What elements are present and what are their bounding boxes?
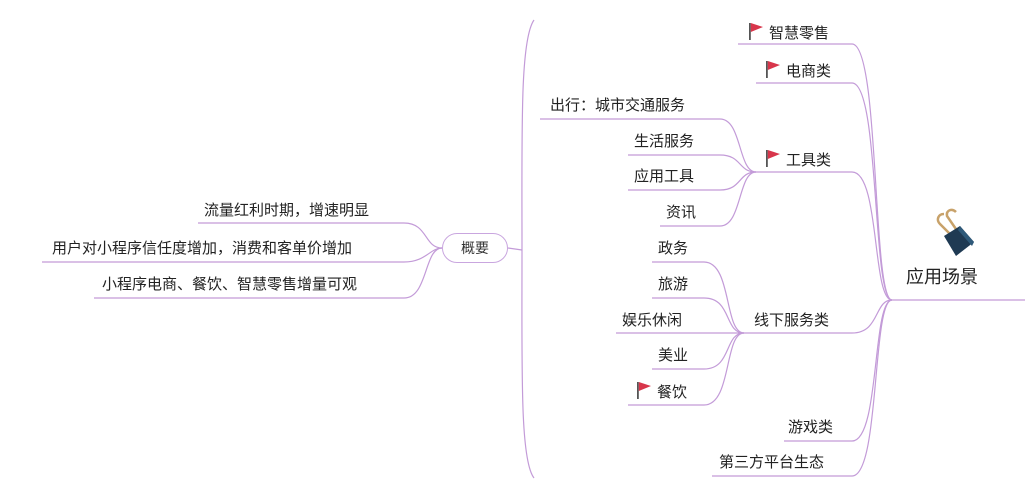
node-offline-travel[interactable]: 旅游 [658,275,689,293]
node-tools[interactable]: 工具类 [765,149,831,170]
node-offline-leisure[interactable]: 娱乐休闲 [622,311,683,329]
flag-icon [749,23,763,40]
root-node-title[interactable]: 应用场景 [906,267,978,288]
node-third-party[interactable]: 第三方平台生态 [719,453,825,471]
flag-icon [766,61,780,78]
node-offline-government[interactable]: 政务 [658,239,689,257]
node-offline-beauty[interactable]: 美业 [658,346,689,364]
overview-item-growth[interactable]: 小程序电商、餐饮、智慧零售增量可观 [102,275,358,293]
node-tools-transport[interactable]: 出行：城市交通服务 [550,96,686,114]
node-ecommerce[interactable]: 电商类 [765,60,831,81]
node-smart-retail[interactable]: 智慧零售 [748,22,829,43]
node-games[interactable]: 游戏类 [788,418,834,436]
overview-item-traffic[interactable]: 流量红利时期，增速明显 [204,201,370,219]
overview-node[interactable]: 概要 [442,233,508,263]
binder-clip-icon [936,208,974,256]
node-label: 智慧零售 [769,24,830,42]
node-label: 电商类 [786,62,832,80]
flag-icon [637,382,651,399]
node-offline-services[interactable]: 线下服务类 [754,311,830,329]
overview-item-trust[interactable]: 用户对小程序信任度增加，消费和客单价增加 [52,239,353,257]
node-label: 工具类 [786,151,832,169]
node-label: 餐饮 [657,383,688,401]
node-tools-app-tools[interactable]: 应用工具 [634,167,695,185]
flag-icon [766,150,780,167]
node-tools-news[interactable]: 资讯 [666,203,697,221]
node-offline-catering[interactable]: 餐饮 [636,381,687,402]
node-tools-life-service[interactable]: 生活服务 [634,132,695,150]
